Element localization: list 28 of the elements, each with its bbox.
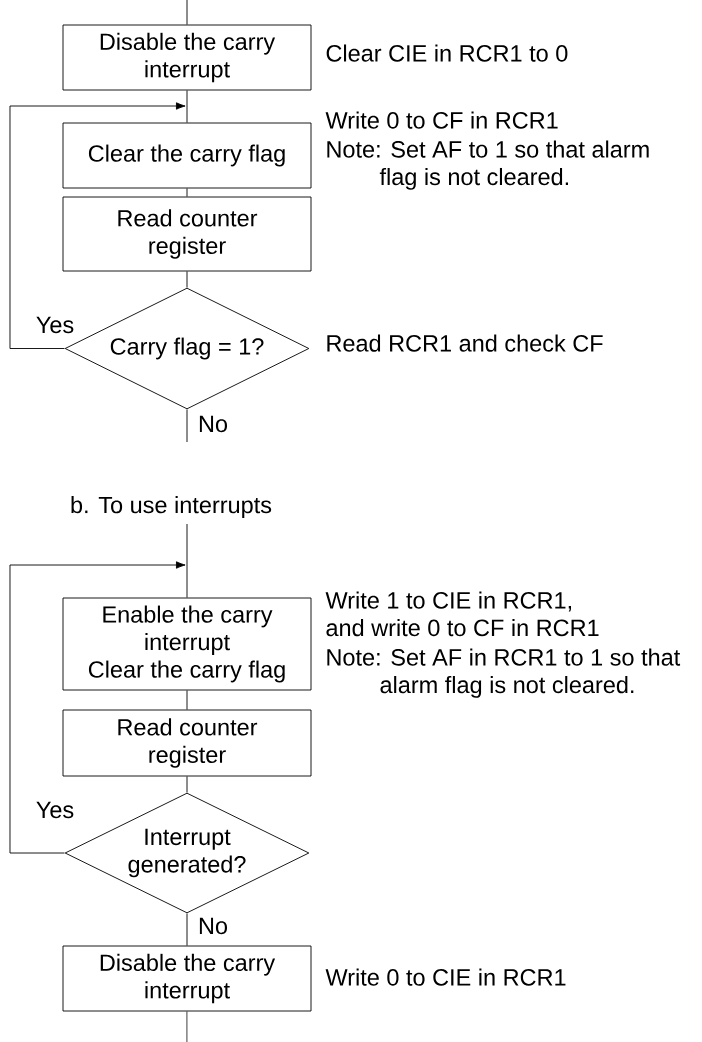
process-box: Read counter register (62, 196, 312, 272)
connector (186, 409, 188, 443)
connector (186, 271, 188, 288)
annotation-text: Write 0 to CIE in RCR1 (325, 968, 566, 986)
edge-label: No (199, 917, 228, 935)
connector (186, 90, 188, 123)
process-box: Enable the carry interrupt Clear the carry flag (62, 597, 312, 691)
annotation-text: Clear CIE in RCR1 to 0 (326, 44, 568, 62)
connector (9, 561, 186, 854)
connector (186, 776, 188, 793)
connector (186, 690, 188, 710)
connector (186, 913, 188, 946)
annotation-text: Note: Set AF to 1 so that alarm flag is not cleared. (327, 140, 649, 190)
connector (186, 0, 188, 25)
connector (186, 188, 188, 197)
section-heading: b. To use interrupts (71, 496, 272, 518)
process-box: Clear the carry flag (62, 122, 312, 189)
connector (186, 523, 188, 598)
annotation-text: Read RCR1 and check CF (327, 334, 603, 352)
annotation-text: Write 0 to CF in RCR1 (325, 111, 558, 129)
connector (9, 102, 186, 349)
process-box: Disable the carry interrupt (62, 945, 312, 1012)
edge-label: No (199, 415, 228, 433)
process-box: Disable the carry interrupt (62, 24, 312, 91)
process-box: Read counter register (62, 709, 312, 777)
annotation-text: Note: Set AF in RCR1 to 1 so that alarm flag is not cleared. (327, 648, 681, 698)
connector (186, 1011, 188, 1042)
annotation-text: Write 1 to CIE in RCR1, and write 0 to CF in RCR1 (325, 591, 599, 637)
